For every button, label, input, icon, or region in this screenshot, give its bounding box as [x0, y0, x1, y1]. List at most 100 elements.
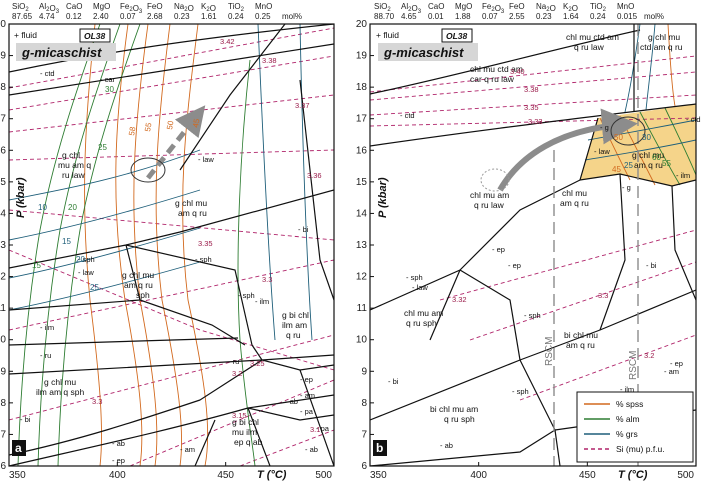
svg-text:15: 15 [62, 237, 71, 246]
y-tick-label: 8 [0, 398, 6, 409]
svg-text:- ilm: - ilm [676, 171, 690, 180]
oxide-value: 4.74 [39, 12, 55, 21]
grs-isopleths-a [9, 24, 313, 341]
svg-text:- ab: - ab [285, 397, 298, 406]
svg-text:ep q ab: ep q ab [234, 437, 263, 447]
x-axis-label-b: T (°C) [618, 469, 648, 481]
oxide-value: 4.65 [401, 12, 417, 21]
sample-label-b: OL38 [446, 31, 468, 41]
oxide-name: TiO2 [228, 2, 245, 13]
svg-text:15: 15 [32, 261, 41, 270]
svg-text:- ab: - ab [305, 445, 318, 454]
legend-label: % alm [616, 414, 640, 424]
y-tick-label: 15 [0, 177, 6, 188]
panel-letter-a: a [15, 441, 22, 455]
start-ellipse-b [480, 168, 510, 192]
svg-text:3.38: 3.38 [262, 56, 277, 65]
y-tick-label: 6 [361, 461, 367, 472]
panel-a-labels: + fluid OL38 g-micaschist g chl mu am q … [12, 28, 330, 465]
svg-text:am q ru: am q ru [566, 340, 595, 350]
svg-text:bi chl mu: bi chl mu [564, 330, 598, 340]
oxide-name: Fe2O3 [482, 2, 505, 15]
oxide-value: 1.64 [563, 12, 579, 21]
y-tick-label: 7 [361, 429, 367, 440]
svg-text:20: 20 [76, 255, 85, 264]
rock-title-b: g-micaschist [383, 45, 464, 60]
oxide-name: MgO [93, 2, 110, 11]
oxide-unit: mol% [282, 12, 302, 21]
svg-text:55: 55 [143, 121, 154, 132]
pt-path-arrow-b [497, 108, 638, 192]
svg-text:g bi chl: g bi chl [282, 310, 309, 320]
svg-text:- law: - law [412, 283, 428, 292]
svg-text:g bi chl: g bi chl [232, 417, 259, 427]
x-tick-label: 450 [217, 470, 234, 481]
oxide-value: 2.55 [509, 12, 525, 21]
svg-text:- sph: - sph [512, 387, 529, 396]
peak-ellipse-a [130, 157, 166, 183]
oxide-value: 1.88 [455, 12, 471, 21]
y-tick-label: 7 [0, 429, 6, 440]
svg-text:3.35: 3.35 [524, 103, 539, 112]
y-tick-label: 19 [356, 51, 368, 62]
svg-text:- am: - am [180, 445, 195, 454]
si-isopleths-a [9, 27, 334, 466]
svg-text:mu ilm: mu ilm [232, 427, 257, 437]
y-tick-label: 11 [357, 303, 368, 314]
svg-text:3.3: 3.3 [92, 397, 102, 406]
svg-text:- law: - law [198, 155, 214, 164]
svg-text:- sph: - sph [195, 255, 212, 264]
y-tick-label: 15 [356, 177, 368, 188]
legend-label: Si (mu) p.f.u. [616, 444, 665, 454]
svg-text:- pa: - pa [300, 407, 314, 416]
svg-text:am q ru: am q ru [634, 160, 663, 170]
oxide-value: 0.015 [617, 12, 638, 21]
svg-text:q ru law: q ru law [474, 200, 505, 210]
svg-text:- ctd: - ctd [686, 115, 701, 124]
svg-text:ctd am q ru: ctd am q ru [640, 42, 683, 52]
svg-text:bi chl mu am: bi chl mu am [430, 404, 478, 414]
oxide-name: CaO [428, 2, 444, 11]
oxide-name: SiO2 [12, 2, 29, 13]
oxide-name: Na2O [174, 2, 194, 13]
svg-text:- g: - g [600, 123, 609, 132]
svg-text:3.36: 3.36 [307, 171, 322, 180]
oxide-value: 0.25 [255, 12, 271, 21]
svg-text:chl mu am: chl mu am [470, 190, 509, 200]
y-tick-label: 18 [0, 82, 6, 93]
svg-text:- ctd: - ctd [400, 111, 415, 120]
svg-text:q ru sph: q ru sph [406, 318, 437, 328]
oxide-value: 0.23 [174, 12, 190, 21]
svg-text:3.42: 3.42 [220, 37, 235, 46]
svg-text:- pa: - pa [316, 424, 330, 433]
svg-text:- ep: - ep [508, 261, 521, 270]
svg-text:45: 45 [612, 165, 621, 174]
y-tick-label: 12 [0, 272, 6, 283]
fluid-label-a: + fluid [14, 30, 37, 40]
x-tick-label: 350 [9, 470, 26, 481]
svg-text:ru law: ru law [62, 170, 86, 180]
svg-text:- ep: - ep [492, 245, 505, 254]
oxide-value: 2.40 [93, 12, 109, 21]
x-tick-label: 400 [109, 470, 126, 481]
spss-isopleths-a [84, 24, 209, 466]
y-tick-label: 17 [0, 114, 6, 125]
svg-text:3.3: 3.3 [598, 291, 608, 300]
oxide-value: 0.24 [590, 12, 606, 21]
svg-text:- law: - law [78, 268, 94, 277]
y-tick-label: 6 [0, 461, 6, 472]
peak-ellipse-b [610, 116, 646, 146]
y-tick-label: 20 [356, 19, 368, 30]
svg-text:- bi: - bi [646, 261, 657, 270]
svg-text:q ru: q ru [286, 330, 301, 340]
svg-text:am q ru: am q ru [124, 280, 153, 290]
legend-label: % grs [616, 429, 638, 439]
svg-text:- sph: - sph [238, 291, 255, 300]
svg-text:- sph: - sph [78, 255, 95, 264]
svg-text:q ru sph: q ru sph [444, 414, 475, 424]
oxide-unit: mol% [644, 12, 664, 21]
svg-text:g chl mu: g chl mu [648, 32, 680, 42]
